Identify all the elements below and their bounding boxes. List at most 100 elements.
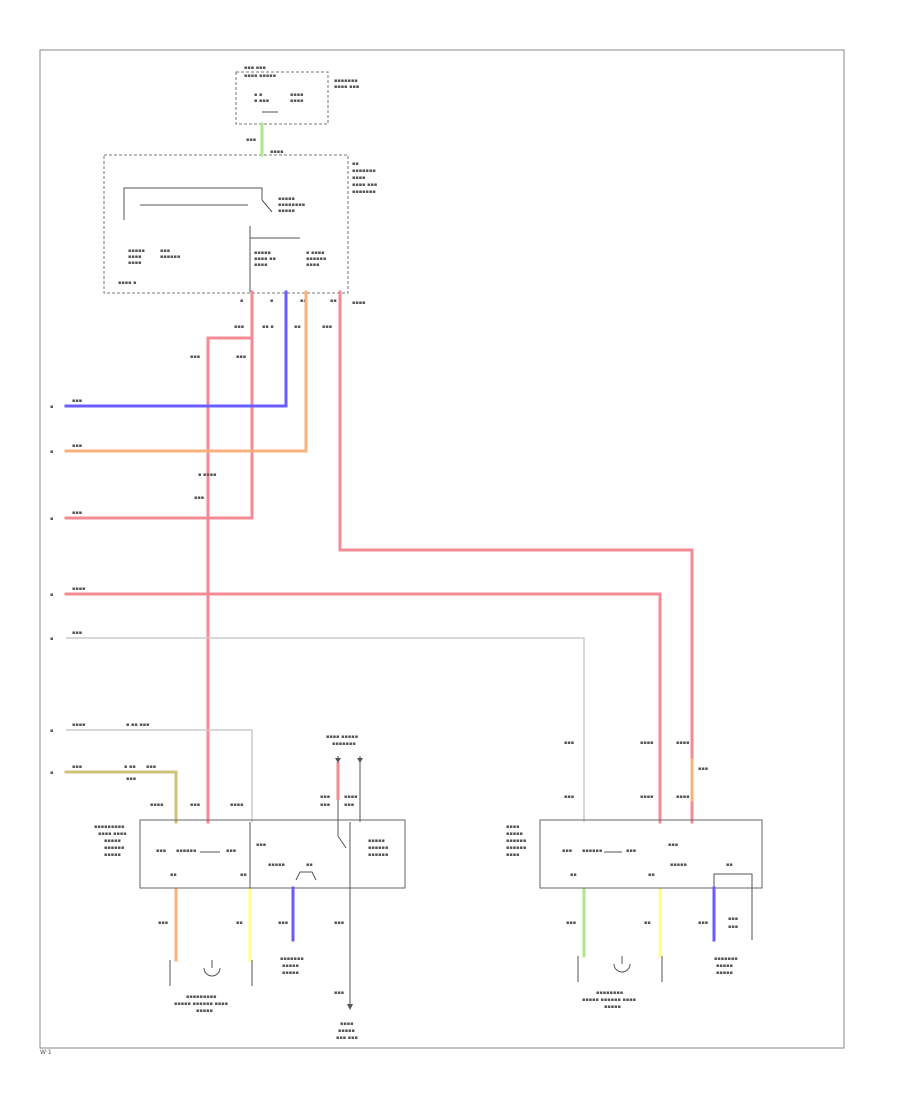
svg-text:▪ ▪▪▪: ▪ ▪▪▪ <box>254 98 269 104</box>
svg-text:▪▪▪▪ ▪▪▪: ▪▪▪▪ ▪▪▪ <box>352 182 377 188</box>
svg-text:▪▪▪▪: ▪▪▪▪ <box>128 254 142 260</box>
svg-text:▪▪: ▪▪ <box>330 298 337 304</box>
svg-text:▪▪▪▪ ▪▪: ▪▪▪▪ ▪▪ <box>254 256 276 262</box>
svg-text:▪▪▪: ▪▪▪ <box>322 324 332 330</box>
svg-text:▪▪▪: ▪▪▪ <box>256 842 266 848</box>
svg-text:▪▪▪: ▪▪▪ <box>728 916 738 922</box>
svg-text:▪▪▪: ▪▪▪ <box>698 766 708 772</box>
svg-text:▪: ▪ <box>50 449 53 455</box>
svg-text:▪▪▪▪▪: ▪▪▪▪▪ <box>278 208 295 214</box>
svg-text:▪▪▪▪▪: ▪▪▪▪▪ <box>268 862 285 868</box>
svg-text:▪▪▪ ▪▪▪: ▪▪▪ ▪▪▪ <box>244 65 266 71</box>
svg-text:▪▪: ▪▪ <box>648 872 655 878</box>
svg-text:▪▪: ▪▪ <box>644 920 651 926</box>
svg-text:▪▪▪▪: ▪▪▪▪ <box>676 740 690 746</box>
svg-text:▪▪▪: ▪▪▪ <box>728 924 738 930</box>
svg-text:▪▪▪▪▪: ▪▪▪▪▪ <box>104 852 121 858</box>
svg-text:▪▪▪▪▪: ▪▪▪▪▪ <box>604 1004 621 1010</box>
svg-text:▪▪▪▪▪▪: ▪▪▪▪▪▪ <box>160 254 180 260</box>
svg-text:▪▪▪▪: ▪▪▪▪ <box>506 824 520 830</box>
svg-text:▪▪▪ ▪▪▪: ▪▪▪ ▪▪▪ <box>336 1035 358 1041</box>
svg-text:▪▪▪▪▪▪▪: ▪▪▪▪▪▪▪ <box>352 168 376 174</box>
svg-text:▪: ▪ <box>50 636 53 642</box>
svg-text:▪▪▪▪▪: ▪▪▪▪▪ <box>278 196 295 202</box>
svg-text:▪ ▪: ▪ ▪ <box>254 92 262 98</box>
svg-text:▪▪▪: ▪▪▪ <box>566 920 576 926</box>
svg-text:▪▪▪: ▪▪▪ <box>278 920 288 926</box>
svg-text:▪▪▪▪: ▪▪▪▪ <box>128 260 142 266</box>
driver-window-motor: ▪▪▪▪▪▪▪▪ ▪▪▪▪▪ ▪▪▪▪▪▪ ▪▪▪▪ ▪▪▪▪▪ <box>577 956 663 1010</box>
svg-text:▪▪▪: ▪▪▪ <box>564 740 574 746</box>
svg-text:▪▪: ▪▪ <box>170 872 177 878</box>
svg-text:▪▪▪▪: ▪▪▪▪ <box>72 722 86 728</box>
main-switch-input: ▪▪▪▪ ▪▪▪▪▪ ▪▪▪▪▪▪▪ ▪▪▪ ▪▪▪▪ ▪▪▪ ▪▪▪ <box>320 734 363 822</box>
svg-text:▪▪▪: ▪▪▪ <box>320 802 330 808</box>
svg-text:▪▪▪▪: ▪▪▪▪ <box>150 802 164 808</box>
svg-text:▪▪▪▪▪ ▪▪▪▪▪▪ ▪▪▪▪: ▪▪▪▪▪ ▪▪▪▪▪▪ ▪▪▪▪ <box>582 997 636 1003</box>
svg-text:▪▪: ▪▪ <box>240 872 247 878</box>
driver-window-module: ▪▪▪▪ ▪▪▪▪▪ ▪▪▪▪▪▪ ▪▪▪▪▪▪ ▪▪▪▪ ▪▪▪ ▪▪▪▪ ▪… <box>506 740 763 889</box>
svg-text:▪▪▪▪▪▪▪: ▪▪▪▪▪▪▪ <box>714 956 738 962</box>
svg-text:▪▪: ▪▪ <box>726 862 733 868</box>
wire-red-driver-top <box>338 290 694 824</box>
svg-text:▪: ▪ <box>50 592 53 598</box>
svg-text:▪▪▪▪: ▪▪▪▪ <box>676 794 690 800</box>
svg-text:▪▪▪: ▪▪▪ <box>562 848 572 854</box>
svg-text:▪▪▪▪▪: ▪▪▪▪▪ <box>716 963 733 969</box>
svg-text:▪▪▪: ▪▪▪ <box>72 630 82 636</box>
passenger-illumination: ▪▪▪▪▪▪▪ ▪▪▪▪▪ ▪▪▪▪▪ <box>280 956 304 976</box>
underhood-fuse-box: ▪▪▪ ▪▪▪ ▪▪▪▪ ▪▪▪▪▪ ▪ ▪ ▪ ▪▪▪ ▪▪▪▪ ▪▪▪▪ ▪… <box>235 65 359 125</box>
left-connector-labels: ▪ ▪ ▪ ▪ ▪ ▪ ▪ <box>50 404 53 776</box>
svg-text:▪ ▪▪▪▪: ▪ ▪▪▪▪ <box>306 250 325 256</box>
wire-red-passenger <box>206 290 254 824</box>
svg-text:▪▪▪: ▪▪▪ <box>626 848 636 854</box>
svg-text:▪▪▪▪ ▪▪▪▪: ▪▪▪▪ ▪▪▪▪ <box>98 831 127 837</box>
svg-text:▪▪: ▪▪ <box>236 920 243 926</box>
driver-illumination: ▪▪▪▪▪▪▪ ▪▪▪▪▪ ▪▪▪▪▪ <box>714 956 738 976</box>
svg-text:▪▪: ▪▪ <box>300 298 307 304</box>
svg-text:▪: ▪ <box>50 516 53 522</box>
svg-text:▪▪▪▪: ▪▪▪▪ <box>340 1021 354 1027</box>
svg-text:▪▪▪▪▪▪▪▪▪: ▪▪▪▪▪▪▪▪▪ <box>186 994 217 1000</box>
wire-blue-conn-1 <box>64 290 288 408</box>
svg-text:▪▪▪▪▪: ▪▪▪▪▪ <box>196 1008 213 1014</box>
wire-red-conn-4 <box>64 592 662 824</box>
svg-text:▪▪▪▪▪▪: ▪▪▪▪▪▪ <box>176 848 196 854</box>
wire-red-conn-3 <box>64 336 254 520</box>
svg-text:▪▪▪▪: ▪▪▪▪ <box>270 149 284 155</box>
svg-text:▪▪▪: ▪▪▪ <box>698 920 708 926</box>
svg-text:▪▪▪▪▪: ▪▪▪▪▪ <box>670 862 687 868</box>
svg-text:▪ ▪▪ ▪▪▪: ▪ ▪▪ ▪▪▪ <box>126 722 150 728</box>
svg-text:▪▪▪▪ ▪▪▪▪▪: ▪▪▪▪ ▪▪▪▪▪ <box>326 734 358 740</box>
svg-text:▪▪▪: ▪▪▪ <box>126 776 136 782</box>
svg-text:▪▪▪: ▪▪▪ <box>72 443 82 449</box>
svg-text:▪▪▪: ▪▪▪ <box>226 848 236 854</box>
svg-text:▪▪: ▪▪ <box>352 161 359 167</box>
svg-text:▪▪▪▪▪▪▪▪: ▪▪▪▪▪▪▪▪ <box>596 990 623 996</box>
diagram-frame <box>39 49 845 1049</box>
svg-text:▪▪▪▪▪▪▪: ▪▪▪▪▪▪▪ <box>332 741 356 747</box>
svg-text:▪▪: ▪▪ <box>306 862 313 868</box>
svg-text:▪▪▪▪: ▪▪▪▪ <box>230 802 244 808</box>
svg-text:▪▪▪▪ ▪▪▪: ▪▪▪▪ ▪▪▪ <box>334 84 359 90</box>
svg-text:▪▪▪▪▪▪: ▪▪▪▪▪▪ <box>368 852 388 858</box>
svg-text:▪▪▪: ▪▪▪ <box>236 354 246 360</box>
svg-text:▪▪: ▪▪ <box>294 324 301 330</box>
svg-text:▪▪ ▪: ▪▪ ▪ <box>262 324 274 330</box>
svg-text:▪▪▪▪ ▪: ▪▪▪▪ ▪ <box>118 280 137 286</box>
svg-text:▪▪▪▪▪▪: ▪▪▪▪▪▪ <box>306 256 326 262</box>
svg-text:▪▪▪: ▪▪▪ <box>234 324 244 330</box>
svg-text:▪▪▪▪▪ ▪▪▪▪▪▪ ▪▪▪▪: ▪▪▪▪▪ ▪▪▪▪▪▪ ▪▪▪▪ <box>174 1001 228 1007</box>
svg-text:▪▪▪: ▪▪▪ <box>194 495 204 501</box>
svg-text:▪▪▪: ▪▪▪ <box>668 842 678 848</box>
svg-text:▪▪▪: ▪▪▪ <box>320 794 330 800</box>
svg-text:▪▪▪▪▪: ▪▪▪▪▪ <box>104 838 121 844</box>
svg-text:▪▪▪: ▪▪▪ <box>334 920 344 926</box>
svg-text:▪▪▪▪▪: ▪▪▪▪▪ <box>716 970 733 976</box>
svg-text:▪▪▪▪: ▪▪▪▪ <box>640 794 654 800</box>
svg-text:▪▪▪▪▪: ▪▪▪▪▪ <box>368 838 385 844</box>
svg-text:▪: ▪ <box>50 404 53 410</box>
svg-text:▪▪▪▪ ▪▪▪▪▪: ▪▪▪▪ ▪▪▪▪▪ <box>244 73 276 79</box>
svg-text:▪▪▪▪: ▪▪▪▪ <box>72 586 86 592</box>
